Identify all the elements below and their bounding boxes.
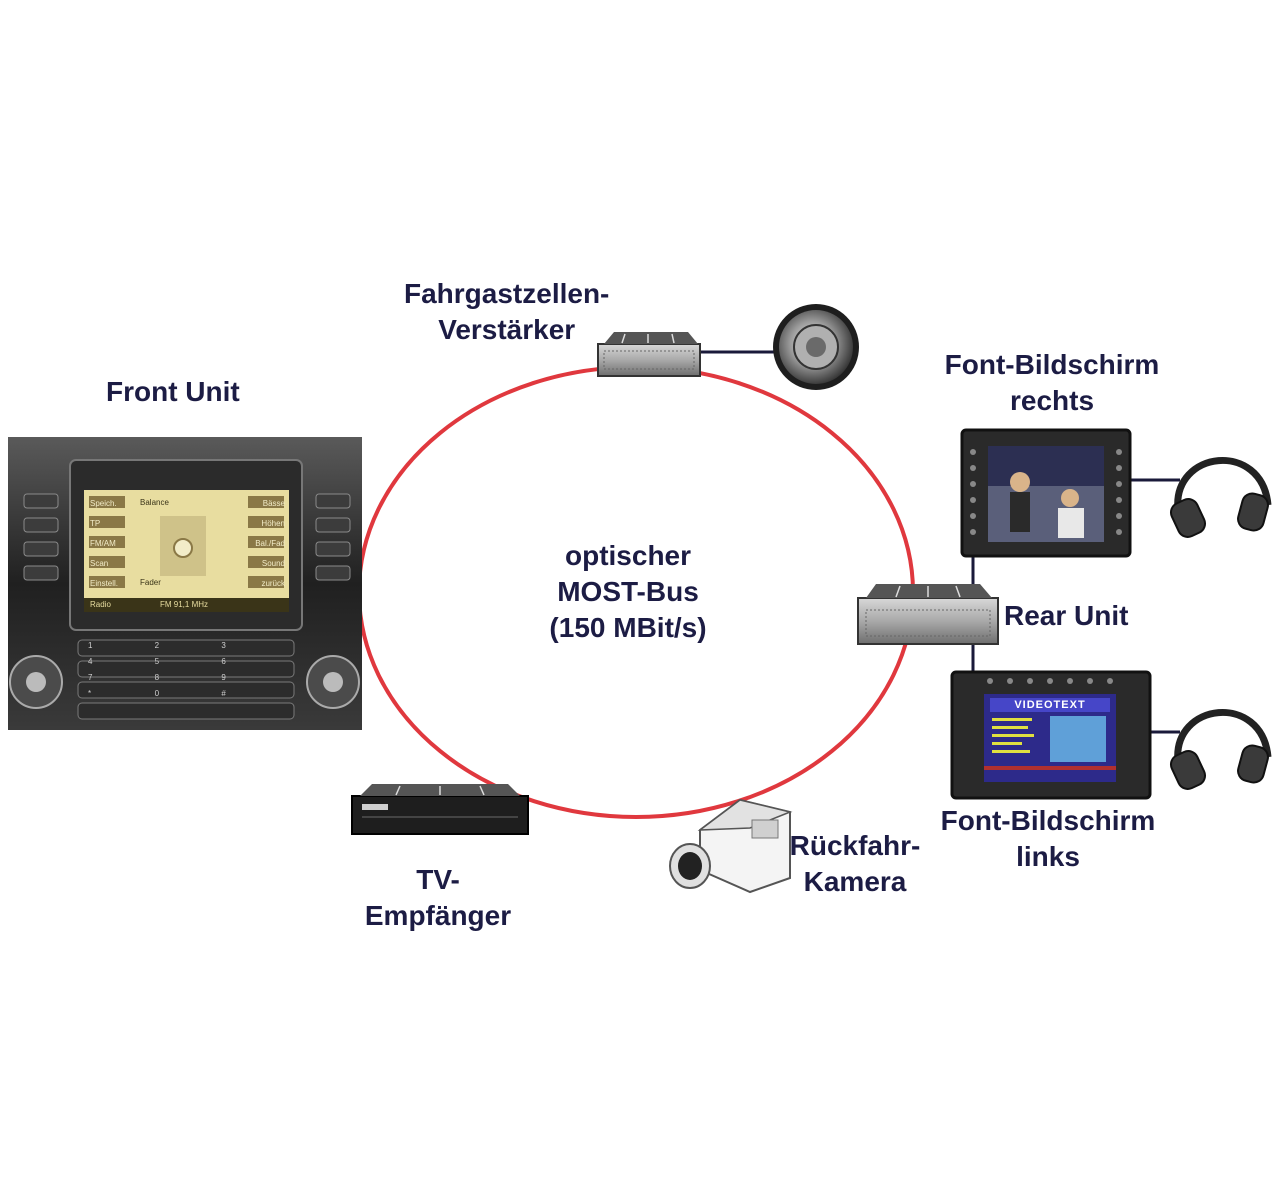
keypad-key: 1 [88,641,93,650]
lcd-button-left-4: Scan [90,559,109,568]
lcd-button-left-2: TP [90,519,101,528]
label-camera-line-1: Rückfahr- [789,830,921,861]
keypad-key: 0 [154,689,160,698]
lcd-button-right-5: zurück [261,579,285,588]
lcd-button-right-4: Sound [261,559,285,568]
headphones-icon [1169,456,1272,538]
speaker-icon [773,304,859,390]
keypad-key: 2 [154,641,160,650]
front-unit-console [8,437,362,730]
lcd-status-center: FM 91,1 MHz [160,600,209,609]
screen-right-device [960,428,1132,558]
screen-left-device [950,670,1152,800]
label-front-unit: Front Unit [106,376,240,407]
videotext-header: VIDEOTEXT [1014,699,1086,711]
label-tv-receiver: TV- Empfänger [356,862,520,934]
keypad-key: 5 [154,657,160,666]
label-amplifier-line-2: Verstärker [438,314,576,345]
label-amplifier-line-1: Fahrgastzellen- [404,278,610,309]
label-screen-right-line-1: Font-Bildschirm [944,349,1160,380]
lcd-button-right-1: Bässe [262,499,285,508]
front-unit-left-buttons: Speich. TP FM/AM Scan Einstell. [90,494,126,594]
keypad-key: 4 [88,657,93,666]
connector-lines [700,350,1180,734]
label-screen-left: Font-Bildschirm links [928,803,1168,875]
front-unit-keypad: 1 2 3 4 5 6 7 8 9 * 0 # [88,641,288,698]
label-bus-line-3: (150 MBit/s) [549,612,707,643]
lcd-balance-label: Balance [140,498,169,507]
label-screen-right: Font-Bildschirm rechts [932,347,1172,419]
label-screen-left-line-1: Font-Bildschirm [940,805,1156,836]
keypad-key: * [88,689,92,698]
keypad-key: 3 [221,641,226,650]
keypad-key: 8 [154,673,160,682]
keypad-key: 6 [221,657,226,666]
label-camera: Rückfahr- Kamera [780,828,930,900]
lcd-button-left-1: Speich. [90,499,117,508]
label-bus-line-2: MOST-Bus [557,576,699,607]
label-rear-unit: Rear Unit [1004,600,1129,631]
camera-icon [669,798,793,894]
lcd-button-right-3: Bal./Fad [255,539,285,548]
keypad-key: 9 [221,673,226,682]
lcd-fader-label: Fader [140,578,161,587]
label-screen-left-line-2: links [1016,841,1080,872]
label-camera-line-2: Kamera [803,866,907,897]
label-screen-right-line-2: rechts [1009,385,1095,416]
lcd-button-left-5: Einstell. [90,579,119,588]
lcd-status-left: Radio [90,600,111,609]
lcd-button-left-3: FM/AM [90,539,116,548]
label-amplifier: Fahrgastzellen- Verstärker [404,276,609,348]
tv-receiver-device-icon [351,784,529,835]
lcd-button-right-2: Höhen [261,519,285,528]
label-bus-line-1: optischer [564,540,692,571]
label-most-bus: optischer MOST-Bus (150 MBit/s) [518,538,738,646]
keypad-key: 7 [88,673,93,682]
front-unit-right-buttons: Bässe Höhen Bal./Fad Sound zurück [249,494,285,594]
keypad-key: # [221,689,226,698]
label-tv-line-1: TV- [416,864,460,895]
label-tv-line-2: Empfänger [364,900,512,931]
headphones-icon [1169,708,1272,790]
amplifier-device-icon [597,332,701,377]
rear-unit-device-icon [857,584,999,645]
